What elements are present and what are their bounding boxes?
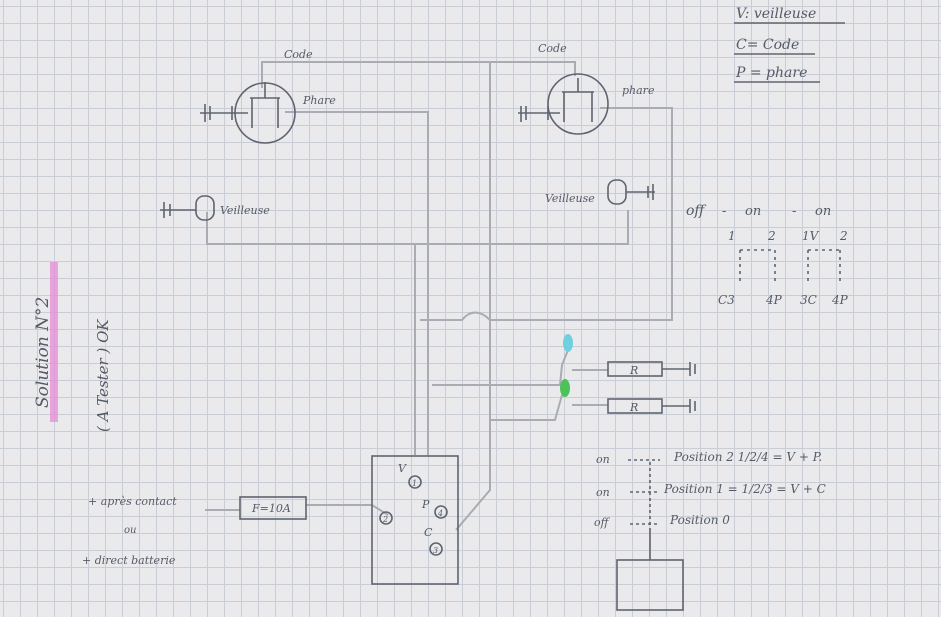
svg-text:3C: 3C <box>800 293 817 307</box>
svg-text:2: 2 <box>767 229 776 243</box>
supply: + après contact ou + direct batterie F=1… <box>82 495 307 567</box>
left-headlamp: Code Phare <box>200 48 336 144</box>
led-green-icon <box>560 379 570 397</box>
title: Solution N°2 <box>33 297 53 408</box>
left-phare-label: Phare <box>302 94 336 107</box>
svg-text:-: - <box>722 204 726 219</box>
resistor-2-ground-icon <box>662 399 696 413</box>
wires <box>205 61 673 531</box>
led-blue-branch <box>432 349 569 386</box>
indicators: R R <box>560 334 696 414</box>
svg-text:C3: C3 <box>718 293 735 307</box>
svg-text:off: off <box>594 516 611 529</box>
terminal-3 <box>429 542 443 556</box>
right-lamp-ground-icon <box>518 106 560 122</box>
right-phare-wire <box>490 107 673 321</box>
terminal-4 <box>434 505 448 519</box>
fuse-label: F=10A <box>251 502 291 515</box>
switch-header-on-1: on <box>745 204 761 219</box>
left-phare-wire <box>285 111 429 455</box>
svg-text:3: 3 <box>433 546 438 555</box>
left-lamp-filament <box>250 82 280 128</box>
terminal-2 <box>379 511 393 525</box>
switch-header-off: off <box>686 203 706 219</box>
left-veilleuse-ground-icon <box>160 202 196 218</box>
fuse-box <box>239 496 307 520</box>
right-veilleuse-ground-icon <box>626 184 655 200</box>
left-veilleuse-bulb-icon <box>195 195 215 221</box>
right-veilleuse-label: Veilleuse <box>545 192 595 205</box>
light-switch-box: V 1 2 P 4 C 3 <box>371 455 459 585</box>
svg-text:1: 1 <box>412 479 417 488</box>
switch-header-on-2: on <box>815 204 831 219</box>
left-lamp-ground-icon <box>200 104 248 122</box>
legend-p: P = phare <box>735 65 807 81</box>
legend-c: C= Code <box>736 37 799 53</box>
supply-or: ou <box>124 525 136 536</box>
left-veilleuse-label: Veilleuse <box>220 204 270 217</box>
led-green-branch <box>490 394 563 421</box>
svg-text:4P: 4P <box>831 293 849 307</box>
right-headlamp: Code phare <box>518 42 655 135</box>
svg-text:-: - <box>792 204 796 219</box>
switch-table-links <box>739 249 841 285</box>
led-blue-icon <box>563 334 573 352</box>
svg-text:2: 2 <box>382 515 388 524</box>
svg-text:on: on <box>596 486 610 499</box>
legend: V: veilleuse C= Code P = phare <box>734 6 845 83</box>
right-lamp-bulb-icon <box>547 73 609 135</box>
code-wire-down <box>455 62 491 531</box>
right-phare-crossing <box>420 311 491 321</box>
svg-text:4P: 4P <box>765 293 783 307</box>
svg-text:on: on <box>596 453 610 466</box>
legend-v: V: veilleuse <box>736 6 816 22</box>
resistor-1-label: R <box>629 364 638 377</box>
svg-text:C: C <box>424 526 433 539</box>
left-veilleuse: Veilleuse <box>160 195 270 221</box>
code-wire-top <box>261 61 576 88</box>
subtitle: ( A Tester ) OK <box>94 319 112 432</box>
veilleuse-wire <box>206 210 629 245</box>
switch-box <box>371 455 459 585</box>
svg-text:2: 2 <box>839 229 848 243</box>
right-veilleuse-bulb-icon <box>607 179 627 205</box>
svg-text:4: 4 <box>437 509 443 518</box>
position-2-text: Position 2 1/2/4 = V + P. <box>673 450 822 464</box>
right-veilleuse: Veilleuse <box>545 179 655 205</box>
right-code-label: Code <box>538 42 567 55</box>
left-code-label: Code <box>284 48 313 61</box>
svg-text:1: 1 <box>728 229 736 243</box>
position-switch-body <box>616 559 684 611</box>
svg-text:P: P <box>421 498 430 511</box>
positions: on Position 2 1/2/4 = V + P. on Position… <box>594 450 826 611</box>
supply-line2: + direct batterie <box>82 554 176 567</box>
svg-text:V: V <box>398 462 407 475</box>
position-0-text: Position 0 <box>669 513 730 527</box>
position-lever <box>628 459 660 530</box>
svg-text:1V: 1V <box>802 229 820 243</box>
right-lamp-filament <box>562 78 594 122</box>
resistor-2-label: R <box>629 401 638 414</box>
fuse-to-switch <box>306 504 389 516</box>
supply-line1: + après contact <box>88 495 177 508</box>
right-phare-label: phare <box>622 84 655 97</box>
title-highlight <box>50 262 58 422</box>
terminal-1 <box>408 475 422 489</box>
switch-table: off - on - on 1 2 1V 2 C3 4P 3C 4P <box>686 203 849 307</box>
title-block: Solution N°2 ( A Tester ) OK <box>33 262 112 432</box>
position-1-text: Position 1 = 1/2/3 = V + C <box>663 482 826 496</box>
resistor-1-ground-icon <box>662 362 696 376</box>
